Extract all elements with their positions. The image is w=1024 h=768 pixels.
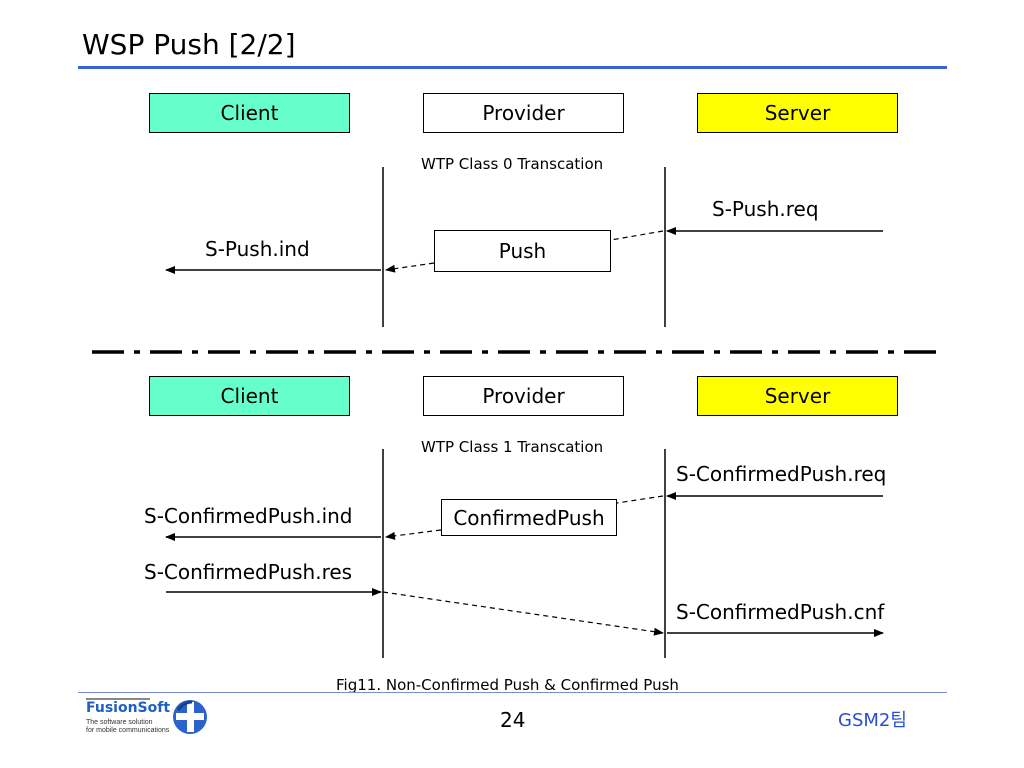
figure-caption: Fig11. Non-Confirmed Push & Confirmed Pu… (336, 676, 679, 694)
top-request-label: S-Push.req (712, 197, 819, 221)
logo-mark-icon (173, 700, 207, 734)
top-dashed-in (610, 230, 664, 241)
page-number: 24 (500, 708, 526, 732)
bottom-dashed-in (616, 495, 664, 504)
bottom-dashed-response (382, 591, 664, 636)
logo-tagline-1: The software solution (86, 719, 153, 726)
company-logo: FusionSoft The software solution for mob… (86, 698, 226, 738)
top-dashed-out (385, 262, 435, 273)
logo-tagline-2: for mobile communications (86, 727, 170, 734)
bottom-confirm-label: S-ConfirmedPush.cnf (676, 600, 885, 624)
bottom-request-label: S-ConfirmedPush.req (676, 462, 887, 486)
top-client-box: Client (149, 93, 350, 133)
bottom-server-box: Server (697, 376, 898, 416)
bottom-transaction-label: WTP Class 1 Transcation (421, 438, 604, 456)
top-server-box: Server (697, 93, 898, 133)
title-underline (78, 66, 947, 69)
top-provider-box: Provider (423, 93, 624, 133)
bottom-pdu-box: ConfirmedPush (441, 499, 617, 536)
bottom-dashed-out (385, 529, 442, 540)
top-transaction-label: WTP Class 0 Transcation (421, 155, 604, 173)
top-indication-label: S-Push.ind (205, 237, 310, 261)
top-pdu-box: Push (434, 230, 611, 272)
logo-bar (86, 698, 150, 700)
team-label: GSM2팀 (838, 710, 907, 731)
footer-rule (78, 692, 947, 693)
bottom-indication-label: S-ConfirmedPush.ind (144, 504, 353, 528)
slide-title: WSP Push [2/2] (82, 28, 296, 61)
bottom-provider-box: Provider (423, 376, 624, 416)
bottom-client-box: Client (149, 376, 350, 416)
logo-name: FusionSoft (86, 700, 171, 716)
bottom-response-label: S-ConfirmedPush.res (144, 560, 353, 584)
